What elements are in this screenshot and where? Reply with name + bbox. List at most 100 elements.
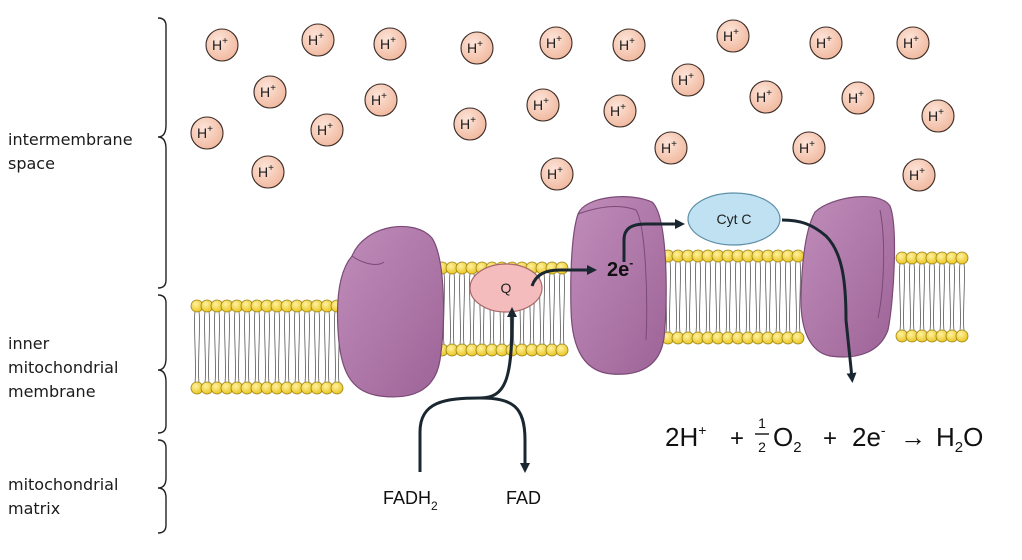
eq-o: O [773, 422, 793, 452]
proton-circle [540, 157, 574, 191]
lipid-tail [744, 261, 752, 333]
proton-label: H+ [533, 96, 549, 113]
lipid-tail [273, 311, 281, 383]
brace-intermembrane [157, 17, 167, 289]
proton-ion: H+ [792, 131, 826, 165]
proton-charge: + [207, 124, 213, 135]
proton-charge: + [938, 107, 944, 118]
protein-complex-right [800, 195, 896, 358]
proton-circle [205, 28, 239, 62]
proton-circle [453, 107, 487, 141]
label-line: matrix [8, 499, 60, 518]
lipid-tail [223, 311, 231, 383]
proton-label: H+ [661, 139, 677, 156]
fad-label: FAD [506, 488, 541, 508]
q-label: Q [501, 280, 512, 296]
proton-charge: + [826, 34, 832, 45]
proton-circle [749, 80, 783, 114]
proton-circle [460, 31, 494, 65]
eq-e-coef: 2e [852, 422, 881, 452]
eq-plus-1: + [730, 425, 744, 452]
proton-label: H+ [723, 27, 739, 44]
proton-ion: H+ [716, 19, 750, 53]
lipid-tail [283, 311, 291, 383]
proton-charge: + [858, 89, 864, 100]
eq-arrow: → [900, 422, 926, 452]
proton-circle [301, 23, 335, 57]
proton-symbol: H [848, 90, 858, 106]
protein-complex-left [336, 225, 445, 398]
proton-label: H+ [258, 163, 274, 180]
arrow-electrons-to-cytc [622, 219, 685, 262]
lipid-tail [714, 261, 722, 333]
eq-half-numerator: 1 [758, 415, 766, 431]
eq-electrons: 2e- [852, 422, 886, 452]
arrow-cytc-to-complex-iv [781, 218, 857, 383]
proton-charge: + [557, 165, 563, 176]
lipid-tail [918, 263, 926, 331]
proton-ion: H+ [251, 155, 285, 189]
proton-symbol: H [610, 103, 620, 119]
proton-symbol: H [380, 36, 390, 52]
lipid-tail [213, 311, 221, 383]
proton-symbol: H [212, 37, 222, 53]
proton-charge: + [390, 35, 396, 46]
lipid-tail [908, 263, 916, 331]
proton-charge: + [688, 71, 694, 82]
eq-h-coef: 2H [665, 422, 698, 452]
eq-oxygen: O2 [773, 422, 802, 456]
label-line: mitochondrial [8, 475, 118, 494]
proton-circle [526, 88, 560, 122]
proton-ion: H+ [540, 157, 574, 191]
lipid-tail [928, 263, 936, 331]
eq-hydrogen-ions: 2H+ [665, 422, 706, 452]
protein-complex-middle [570, 196, 667, 375]
eq-water: H2O [936, 422, 983, 456]
proton-charge: + [270, 83, 276, 94]
lipid-head [330, 381, 344, 395]
lipid-tail [263, 311, 271, 383]
lipid-head [555, 343, 569, 357]
proton-symbol: H [903, 35, 913, 51]
proton-circle [539, 26, 573, 60]
label-matrix: mitochondrial matrix [8, 475, 123, 518]
proton-label: H+ [460, 115, 476, 132]
lipid-tail [898, 263, 906, 331]
proton-charge: + [556, 34, 562, 45]
proton-label: H+ [610, 102, 626, 119]
proton-label: H+ [619, 36, 635, 53]
proton-charge: + [327, 121, 333, 132]
label-line: membrane [8, 382, 96, 401]
water-formation-equation: 2H+ + 1 2 O2 + 2e- → H2O [665, 415, 983, 456]
proton-circle [612, 28, 646, 62]
proton-ion: H+ [671, 63, 705, 97]
lipid-tail [458, 273, 466, 345]
proton-ion: H+ [654, 131, 688, 165]
lipid-tail [734, 261, 742, 333]
proton-charge: + [913, 34, 919, 45]
electrons-text: 2e [607, 259, 629, 281]
label-line: mitochondrial [8, 358, 118, 377]
proton-ion: H+ [612, 28, 646, 62]
proton-circle [841, 81, 875, 115]
eq-e-charge: - [881, 422, 886, 438]
lipid-head [955, 251, 969, 265]
fadh2-subscript: 2 [431, 499, 438, 513]
proton-symbol: H [661, 140, 671, 156]
proton-symbol: H [756, 89, 766, 105]
proton-circle [896, 26, 930, 60]
proton-label: H+ [928, 107, 944, 124]
brace-membrane [157, 294, 167, 434]
proton-circle [902, 158, 936, 192]
proton-circle [310, 113, 344, 147]
lipid-tail [323, 311, 331, 383]
lipid-tail [548, 273, 556, 345]
lipid-tail [558, 273, 566, 345]
proton-charge: + [766, 88, 772, 99]
proton-charge: + [629, 36, 635, 47]
lipid-tail [774, 261, 782, 333]
lipid-tail [674, 261, 682, 333]
lipid-tail [313, 311, 321, 383]
proton-charge: + [222, 36, 228, 47]
arrow-to-fad [479, 396, 530, 473]
